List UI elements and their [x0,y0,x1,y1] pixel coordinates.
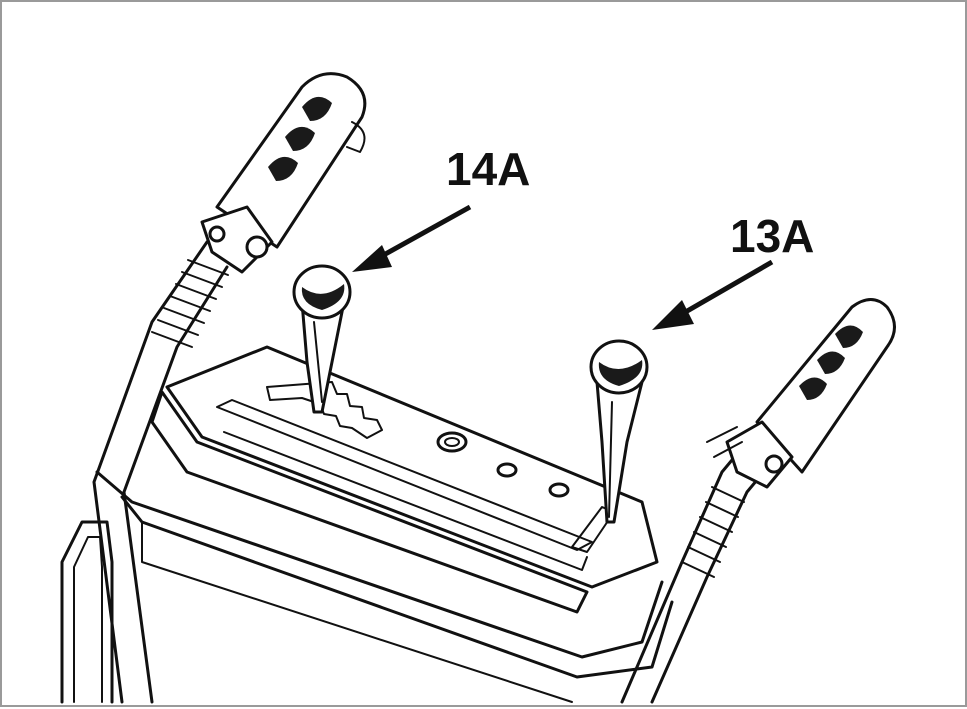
lever-13a [589,339,649,524]
callout-label-13a: 13A [730,210,814,262]
right-handle-grip [706,298,896,489]
control-panel [95,345,674,703]
left-handle-grip [200,72,367,274]
lever-14a [292,264,352,414]
right-handle-bar [620,440,774,704]
arrow-13a [652,259,774,330]
arrow-14a [352,204,472,272]
left-handle-bar [60,240,229,704]
callout-label-14a: 14A [446,143,530,195]
